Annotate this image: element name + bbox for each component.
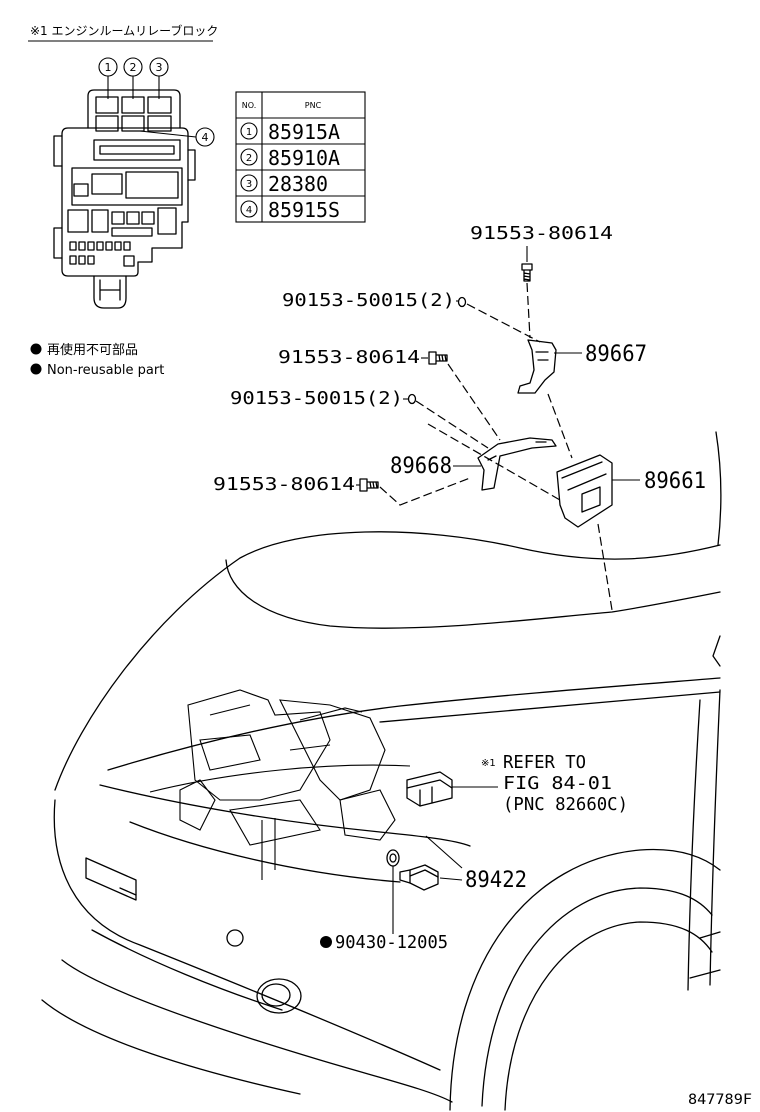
part-label-bracket-b: 89668 bbox=[390, 454, 452, 479]
assembly-line bbox=[466, 303, 541, 343]
gasket-drawing bbox=[386, 849, 400, 867]
part-label-gasket: 90430-12005 bbox=[335, 932, 448, 953]
reference-line-2: FIG 84-01 bbox=[503, 773, 612, 794]
legend: 再使用不可部品 Non-reusable part bbox=[30, 342, 164, 378]
non-reusable-dot-icon bbox=[30, 343, 42, 355]
bolt-icon bbox=[521, 263, 533, 282]
computer-89661-drawing bbox=[556, 454, 613, 528]
table-row-pnc: 28380 bbox=[268, 172, 328, 196]
callout-2: 2 bbox=[130, 61, 137, 74]
reference-line-3: (PNC 82660C) bbox=[503, 794, 628, 815]
part-label-bolt-low: 91553-80614 bbox=[213, 474, 355, 495]
row-number-circle bbox=[240, 122, 258, 140]
table-row-no: 1 bbox=[246, 127, 252, 138]
leader-lines bbox=[356, 246, 640, 934]
callout-leader bbox=[139, 130, 197, 138]
bracket-89668-drawing bbox=[477, 437, 557, 491]
figure-id: 847789F bbox=[688, 1092, 752, 1108]
callout-4: 4 bbox=[202, 131, 209, 144]
part-label-sensor: 89422 bbox=[465, 868, 527, 893]
row-number-circle bbox=[240, 148, 258, 166]
leader-line bbox=[439, 877, 463, 881]
legend-jp: 再使用不可部品 bbox=[47, 342, 138, 358]
engine-drawing bbox=[149, 689, 411, 880]
part-label-bracket-a: 89667 bbox=[585, 342, 647, 367]
assembly-line bbox=[526, 282, 531, 339]
dashed-assembly-lines bbox=[379, 282, 613, 611]
assembly-line bbox=[379, 477, 471, 506]
table-row-no: 3 bbox=[246, 179, 252, 190]
row-number-circle bbox=[240, 174, 258, 192]
table-row-pnc: 85910A bbox=[268, 146, 340, 170]
table-row-pnc: 85915S bbox=[268, 198, 340, 222]
bolt-icon bbox=[428, 351, 448, 365]
row-number-circle bbox=[240, 200, 258, 218]
legend-en: Non-reusable part bbox=[47, 363, 164, 378]
pnc-table: NO. PNC 1 85915A 2 85910A 3 28380 4 8591… bbox=[235, 91, 366, 223]
part-label-washer-1: 90153-50015(2) bbox=[282, 290, 455, 311]
callout-1: 1 bbox=[105, 61, 112, 74]
assembly-line bbox=[597, 523, 613, 611]
bolt-icon bbox=[359, 478, 379, 492]
relay-block-title: ※1 エンジンルームリレーブロック bbox=[30, 23, 218, 38]
fasteners bbox=[359, 263, 533, 492]
vehicle-body-drawing bbox=[41, 431, 722, 1111]
washer-icon bbox=[457, 296, 467, 308]
washer-icon bbox=[407, 393, 417, 405]
part-label-computer: 89661 bbox=[644, 469, 706, 494]
non-reusable-dot-icon bbox=[320, 936, 332, 948]
reference-line-1: REFER TO bbox=[503, 752, 586, 773]
part-label-bolt-mid: 91553-80614 bbox=[278, 347, 420, 368]
non-reusable-dot-icon bbox=[30, 363, 42, 375]
table-frame bbox=[235, 91, 366, 223]
reference-marker: ※1 bbox=[481, 758, 496, 769]
engine-room-relay-block bbox=[406, 771, 453, 807]
table-row-no: 2 bbox=[246, 153, 252, 164]
callout-3: 3 bbox=[156, 61, 163, 74]
bracket-89667-drawing bbox=[517, 339, 557, 394]
relay-block-drawing bbox=[53, 89, 196, 309]
table-row-pnc: 85915A bbox=[268, 120, 340, 144]
sensor-89422-drawing bbox=[399, 864, 439, 891]
assembly-line bbox=[547, 393, 573, 459]
table-row-no: 4 bbox=[246, 205, 252, 216]
leader-line bbox=[425, 835, 463, 869]
part-label-bolt-top: 91553-80614 bbox=[470, 223, 613, 244]
assembly-line bbox=[447, 363, 501, 441]
relay-callouts: 1 2 3 4 bbox=[98, 57, 215, 147]
assembly-line bbox=[415, 400, 489, 449]
table-header-pnc: PNC bbox=[305, 101, 322, 110]
table-header-no: NO. bbox=[242, 101, 257, 110]
part-label-washer-2: 90153-50015(2) bbox=[230, 388, 403, 409]
